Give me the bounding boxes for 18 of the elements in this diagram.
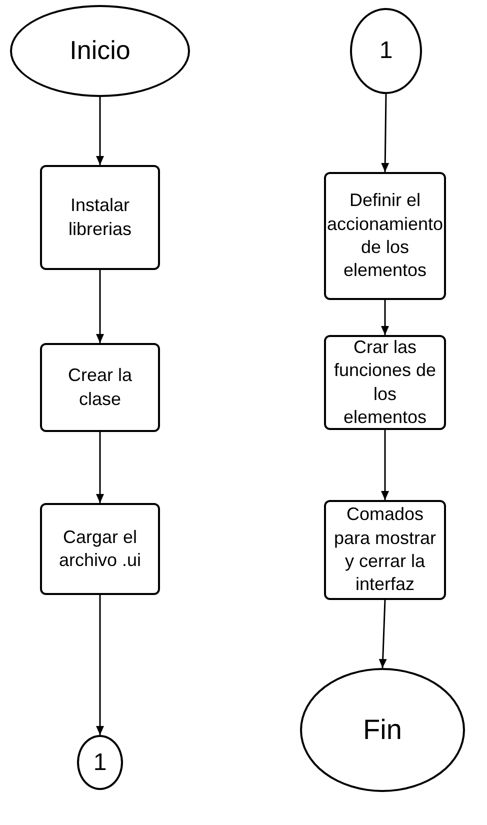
terminal-ellipse: 1: [350, 8, 422, 94]
process-box: Cargar el archivo .ui: [40, 503, 160, 595]
process-box: Definir el accionamiento de los elementos: [324, 172, 446, 300]
arrow: [381, 94, 390, 172]
arrow: [381, 300, 389, 335]
process-box: Comados para mostrar y cerrar la interfaz: [324, 500, 446, 600]
arrow: [96, 97, 104, 165]
terminal-ellipse: Fin: [300, 668, 465, 792]
arrow: [96, 432, 104, 503]
terminal-ellipse: 1: [77, 735, 123, 790]
arrow: [96, 595, 104, 735]
arrow: [381, 430, 389, 500]
process-box: Crear la clase: [40, 343, 160, 432]
process-box: Crar las funciones de los elementos: [324, 335, 446, 430]
process-box: Instalar librerias: [40, 165, 160, 270]
arrow: [378, 600, 387, 668]
terminal-ellipse: Inicio: [10, 5, 190, 97]
arrow: [96, 270, 104, 343]
